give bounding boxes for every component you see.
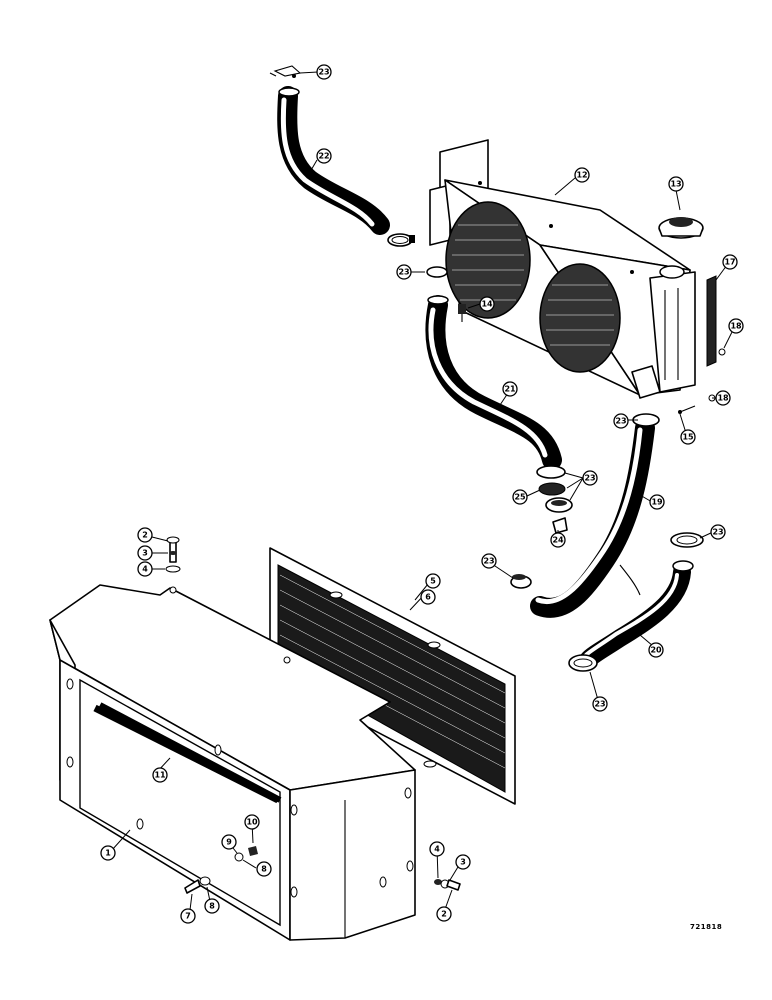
callout-label: 23 xyxy=(318,68,329,77)
callout-label: 15 xyxy=(682,433,694,442)
callout-label: 23 xyxy=(584,474,595,483)
hose-clamp-radiator-inlet xyxy=(426,266,448,278)
radiator-assembly xyxy=(429,139,696,399)
callout-label: 23 xyxy=(615,417,626,426)
callout-4-right: 4 xyxy=(429,841,445,857)
hose-clamp-upper xyxy=(387,233,415,247)
callout-18-lower: 18 xyxy=(715,390,731,406)
oil-cooler xyxy=(269,547,516,805)
callout-6: 6 xyxy=(420,589,436,605)
callout-13: 13 xyxy=(668,176,684,192)
callout-23-stack: 23 xyxy=(582,470,598,486)
clamp-stack xyxy=(536,465,573,534)
callout-label: 23 xyxy=(712,528,723,537)
hose-clamp-20-top xyxy=(670,532,704,548)
callout-label: 18 xyxy=(717,394,729,403)
callout-21: 21 xyxy=(502,381,518,397)
hose-clamp-top xyxy=(269,65,302,78)
callout-label: 2 xyxy=(142,531,148,540)
callout-25: 25 xyxy=(512,489,528,505)
callout-label: 8 xyxy=(261,865,267,874)
callout-7: 7 xyxy=(180,908,196,924)
callout-17: 17 xyxy=(722,254,738,270)
callout-4-top: 4 xyxy=(137,561,153,577)
seal-strip xyxy=(98,702,282,803)
callout-label: 25 xyxy=(514,493,526,502)
callout-23-top: 23 xyxy=(316,64,332,80)
callout-23-clamp-20: 23 xyxy=(710,524,726,540)
callout-label: 22 xyxy=(318,152,329,161)
callout-label: 9 xyxy=(226,838,232,847)
callout-12: 12 xyxy=(574,167,590,183)
upper-radiator-hose xyxy=(277,86,390,235)
callout-1: 1 xyxy=(100,845,116,861)
callout-9: 9 xyxy=(221,834,237,850)
callout-label: 6 xyxy=(425,593,431,602)
callout-23-outlet: 23 xyxy=(613,413,629,429)
callout-label: 10 xyxy=(246,818,258,827)
callout-label: 3 xyxy=(460,858,466,867)
callout-label: 17 xyxy=(724,258,735,267)
callout-20: 20 xyxy=(648,642,664,658)
hose-clamp-left xyxy=(510,574,532,589)
callout-24: 24 xyxy=(550,532,566,548)
callout-23-left: 23 xyxy=(481,553,497,569)
callout-label: 13 xyxy=(670,180,681,189)
callout-5: 5 xyxy=(425,573,441,589)
callout-label: 21 xyxy=(504,385,516,394)
drain-cock xyxy=(458,304,466,322)
callout-23-bottom: 23 xyxy=(592,696,608,712)
bolt-set-top xyxy=(165,536,181,573)
callout-8-bottom: 8 xyxy=(204,898,220,914)
callout-label: 2 xyxy=(441,910,447,919)
callout-22: 22 xyxy=(316,148,332,164)
nut-set xyxy=(234,846,258,862)
callout-8-right: 8 xyxy=(256,861,272,877)
callout-15: 15 xyxy=(680,429,696,445)
callout-label: 19 xyxy=(651,498,663,507)
radiator-cap xyxy=(658,217,704,239)
callout-label: 23 xyxy=(594,700,605,709)
bypass-hose xyxy=(579,560,694,669)
callout-label: 23 xyxy=(398,268,409,277)
radiator-core-right xyxy=(539,263,621,373)
callout-label: 12 xyxy=(576,171,587,180)
callout-2-top: 2 xyxy=(137,527,153,543)
small-hardware xyxy=(678,348,726,414)
callout-11: 11 xyxy=(152,767,168,783)
callout-23-upper-clamp: 23 xyxy=(396,264,412,280)
callout-label: 4 xyxy=(434,845,440,854)
callout-label: 4 xyxy=(142,565,148,574)
callout-label: 3 xyxy=(142,549,148,558)
bolt-set-right xyxy=(434,879,461,891)
radiator-screen xyxy=(706,275,717,367)
callout-label: 1 xyxy=(105,849,111,858)
hose-21 xyxy=(425,295,562,470)
callout-18-upper: 18 xyxy=(728,318,744,334)
callout-14: 14 xyxy=(479,296,495,312)
callout-19: 19 xyxy=(649,494,665,510)
callout-label: 11 xyxy=(154,771,166,780)
callout-label: 14 xyxy=(481,300,493,309)
callout-label: 24 xyxy=(552,536,564,545)
callout-label: 8 xyxy=(209,902,215,911)
radiator-shroud xyxy=(49,584,416,941)
callout-label: 5 xyxy=(430,577,436,586)
callout-3-right: 3 xyxy=(455,854,471,870)
callout-label: 18 xyxy=(730,322,742,331)
callout-3-top: 3 xyxy=(137,545,153,561)
hose-clamp-20-bottom xyxy=(568,654,598,672)
bolt-set-bottom xyxy=(184,876,211,894)
callout-2-right: 2 xyxy=(436,906,452,922)
drawing-number: 721818 xyxy=(690,923,723,931)
callout-label: 7 xyxy=(185,912,191,921)
callout-label: 23 xyxy=(483,557,494,566)
callout-10: 10 xyxy=(244,814,260,830)
radiator-core-left xyxy=(445,201,531,319)
callout-label: 20 xyxy=(650,646,662,655)
